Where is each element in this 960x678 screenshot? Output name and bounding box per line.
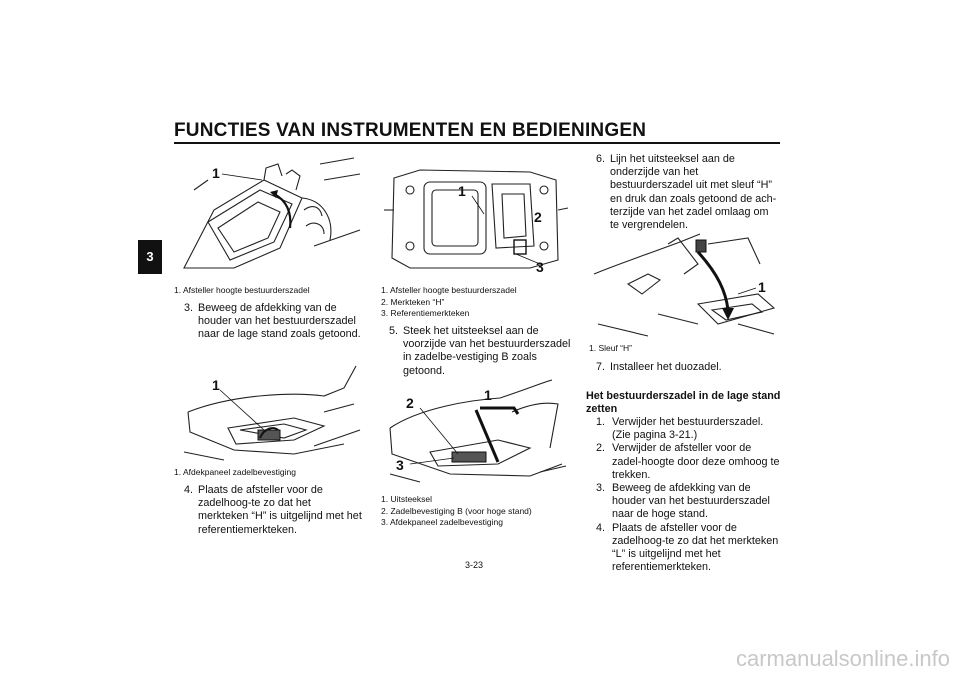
title-rule (174, 142, 780, 144)
watermark: carmanualsonline.info (735, 646, 950, 671)
step-5: 5. Steek het uitsteeksel aan de voorzijd… (389, 325, 573, 378)
step-text: Plaats de afsteller voor de zadelhoog-te… (198, 484, 362, 536)
figure-callout: 2 (406, 395, 414, 411)
page-title: FUNCTIES VAN INSTRUMENTEN EN BEDIENINGEN (174, 120, 647, 141)
figure-caption: 1. Afsteller hoogte bestuurderszadel (174, 285, 310, 297)
list-item: 4. Plaats de afsteller voor de zadelhoog… (586, 522, 782, 575)
figure-seat-fixing-b: 2 1 3 (380, 378, 570, 486)
caption-line: 1. Sleuf “H” (589, 343, 632, 353)
chapter-tab: 3 (138, 240, 162, 274)
figure-callout: 3 (536, 259, 544, 275)
step-3: 3. Beweeg de afdekking van de houder van… (184, 302, 364, 342)
step-7: 7. Installeer het duozadel. (596, 361, 780, 374)
figure-seat-fixing-cover: 1 (174, 356, 364, 464)
step-number: 3. (184, 302, 194, 314)
item-number: 4. (596, 521, 606, 534)
list-item: 2. Verwijder de afsteller voor de zadel-… (586, 442, 782, 482)
figure-slot-h: 1 (588, 224, 778, 340)
caption-line: 3. Afdekpaneel zadelbevestiging (381, 517, 503, 527)
item-text: Verwijder de afsteller voor de zadel-hoo… (612, 442, 780, 481)
figure-caption: 1. Afdekpaneel zadelbevestiging (174, 467, 296, 479)
step-number: 7. (596, 361, 606, 373)
figure-seat-height-adjuster: 1 (174, 150, 364, 276)
step-number: 5. (389, 325, 399, 337)
illustration-fixing-cover: 1 (183, 365, 361, 461)
item-text: Verwijder het bestuurderszadel. (Zie pag… (612, 416, 764, 442)
illustration-slot-h: 1 (593, 233, 776, 337)
figure-callout: 1 (758, 279, 766, 295)
page-number: 3-23 (465, 560, 484, 570)
item-number: 2. (596, 442, 606, 455)
step-4: 4. Plaats de afsteller voor de zadelhoog… (184, 484, 364, 537)
item-number: 1. (596, 416, 606, 428)
figure-callout: 1 (458, 183, 466, 199)
figure-callout: 1 (212, 377, 220, 393)
step-6: 6. Lijn het uitsteeksel aan de onderzijd… (596, 153, 780, 232)
caption-line: 1. Uitsteeksel (381, 494, 433, 504)
figure-callout: 1 (484, 387, 492, 403)
figure-caption: 1. Sleuf “H” (589, 343, 632, 355)
figure-callout: 3 (396, 457, 404, 473)
caption-line: 1. Afsteller hoogte bestuurderszadel (174, 285, 310, 295)
step-text: Lijn het uitsteeksel aan de onderzijde v… (610, 153, 777, 232)
step-text: Steek het uitsteeksel aan de voorzijde v… (403, 325, 571, 377)
step-text: Beweeg de afdekking van de houder van he… (198, 302, 361, 341)
step-text: Installeer het duozadel. (610, 361, 722, 373)
figure-caption: 1. Afsteller hoogte bestuurderszadel 2. … (381, 285, 517, 320)
item-number: 3. (596, 482, 606, 495)
step-number: 4. (184, 484, 194, 496)
illustration-seat-adjuster: 1 (183, 157, 361, 269)
illustration-seat-fixing-b: 2 1 3 (389, 379, 567, 483)
caption-line: 1. Afsteller hoogte bestuurderszadel (381, 285, 517, 295)
caption-line: 1. Afdekpaneel zadelbevestiging (174, 467, 296, 477)
section-steps: 1. Verwijder het bestuurderszadel. (Zie … (586, 416, 782, 574)
figure-caption: 1. Uitsteeksel 2. Zadelbevestiging B (vo… (381, 494, 532, 529)
item-text: Beweeg de afdekking van de houder van he… (612, 482, 770, 521)
figure-callout: 1 (212, 165, 220, 181)
list-item: 3. Beweeg de afdekking van de houder van… (586, 482, 782, 522)
figure-callout: 2 (534, 209, 542, 225)
step-number: 6. (596, 153, 606, 165)
caption-line: 2. Merkteken “H” (381, 296, 445, 307)
list-item: 1. Verwijder het bestuurderszadel. (Zie … (586, 416, 782, 442)
section-heading: Het bestuurderszadel in de lage stand ze… (586, 390, 781, 416)
illustration-height-marks: 1 2 3 (384, 169, 569, 275)
figure-height-marks: 1 2 3 (380, 150, 570, 276)
caption-line: 2. Zadelbevestiging B (voor hoge stand) (381, 505, 532, 516)
item-text: Plaats de afsteller voor de zadelhoog-te… (612, 521, 779, 574)
caption-line: 3. Referentiemerkteken (381, 308, 470, 318)
